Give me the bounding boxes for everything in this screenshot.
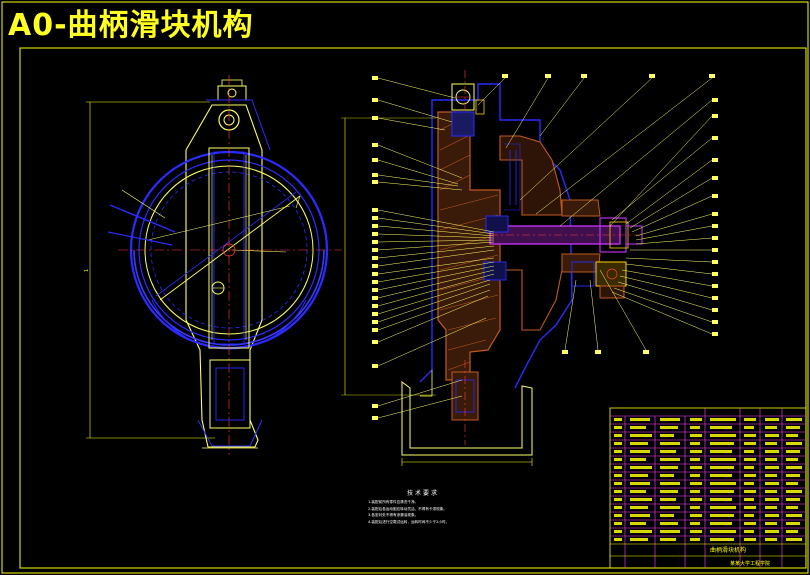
section-view [341, 70, 643, 466]
leader-lines-right [477, 77, 713, 351]
item-number-balloons [372, 74, 718, 420]
note-line: 4.装配后进行空载试运转，运转时间不少于2小时。 [368, 519, 450, 524]
note-line: 1.装配前所有零件应清洗干净。 [368, 500, 419, 504]
bill-of-materials-table [609, 407, 807, 569]
title-block-school: 某某大学工程学院 [730, 560, 770, 567]
drawing-title: A0-曲柄滑块机构 [8, 8, 254, 43]
technical-requirements-heading: 技术要求 [406, 490, 439, 497]
inner-frame [19, 47, 807, 569]
note-line: 2.装配后各运动副应转动灵活，不得有卡滞现象。 [368, 506, 447, 511]
svg-text:1: 1 [84, 269, 90, 272]
technical-requirements: 技术要求 1.装配前所有零件应清洗干净。 2.装配后各运动副应转动灵活，不得有卡… [368, 488, 478, 525]
side-view: 1 [84, 75, 342, 455]
table-cell-text-marks [614, 418, 802, 541]
title-block-drawing-name: 曲柄滑块机构 [710, 546, 746, 554]
note-line: 3.各密封处不得有渗漏油现象。 [368, 513, 419, 517]
leader-lines-left [377, 77, 495, 419]
